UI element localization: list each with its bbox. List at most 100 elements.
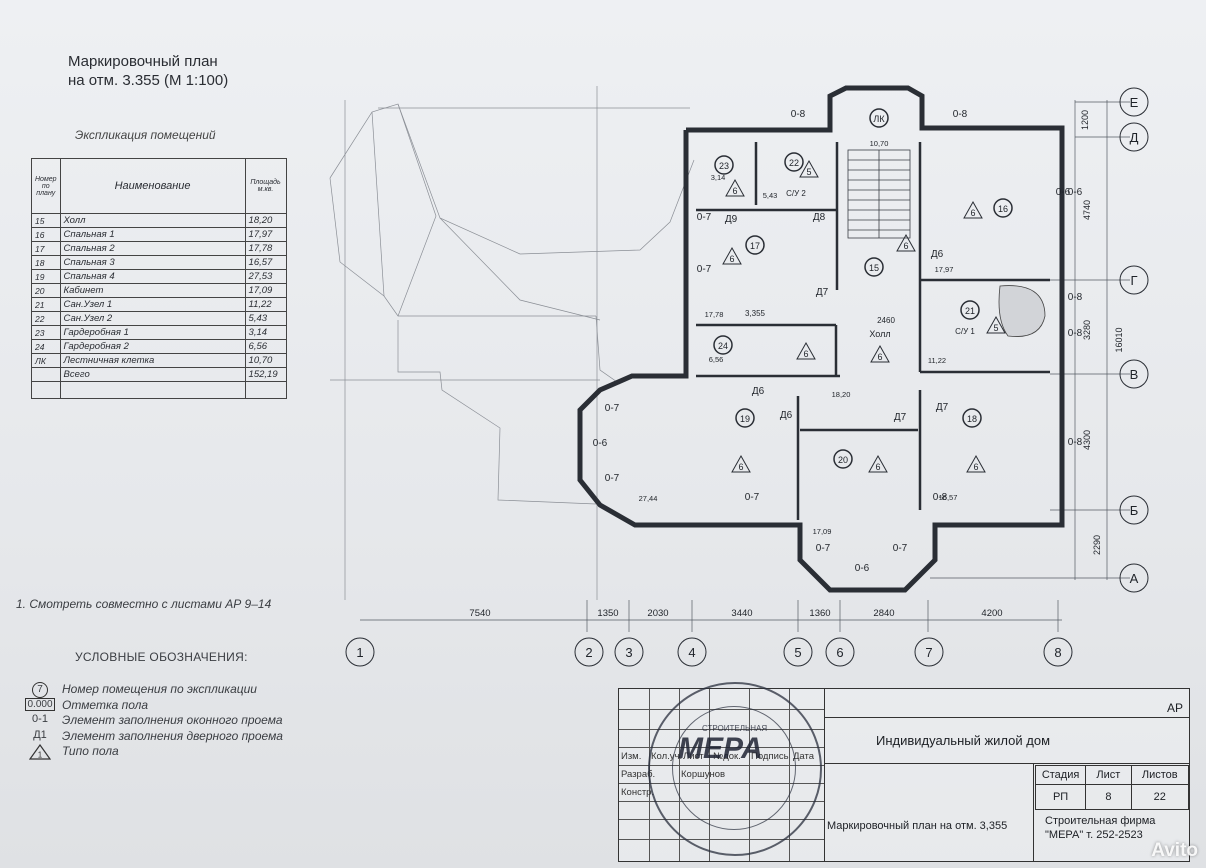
room-number-circle: [864, 257, 884, 277]
axis-bubble-col: [574, 637, 604, 667]
room-number: 19: [740, 414, 750, 424]
axis-label-row: Г: [1130, 273, 1137, 288]
axis-bubble-row: [1119, 87, 1149, 117]
svg-text:1: 1: [38, 751, 43, 760]
window-mark: 0-7: [697, 264, 712, 275]
axis-label-col: 6: [836, 645, 843, 660]
floor-type-triangle: [870, 344, 890, 363]
sheet-header: Лист: [1085, 765, 1132, 785]
floor-type-number: 6: [903, 241, 908, 251]
door-mark: Д8: [813, 212, 826, 223]
legend-text: Элемент заполнения дверного проема: [62, 728, 283, 743]
header-num: Номер по плану: [31, 158, 61, 214]
sheets-value: 22: [1130, 784, 1190, 810]
roof-outline: [329, 86, 695, 600]
axis-bubble-row: [1119, 265, 1149, 295]
floor-type-triangle: [966, 454, 986, 473]
room-area: 18,20: [832, 390, 851, 399]
floor-type-triangle: [725, 178, 745, 197]
room-area: 5,43: [763, 191, 778, 200]
floor-type-number: 6: [738, 462, 743, 472]
hall-dimension: 2460: [877, 316, 895, 325]
floor-type-number: 6: [973, 462, 978, 472]
table-row-empty: [31, 381, 287, 399]
floor-type-triangle: [896, 233, 916, 252]
room-number-circle: [962, 408, 982, 428]
window-mark: 0-7: [697, 212, 712, 223]
room-number-circle: [784, 152, 804, 172]
axis-bubble-row: [1119, 495, 1149, 525]
room-number-circle: [745, 235, 765, 255]
axis-bubble-col: [825, 637, 855, 667]
cell-area: 152,19: [244, 367, 287, 382]
floor-type-number: 6: [970, 208, 975, 218]
window-mark: 0-8: [1068, 328, 1083, 339]
floor-type-number: 6: [875, 462, 880, 472]
stamp-developer-label: Разраб.: [621, 769, 656, 780]
room-area: 3,14: [711, 173, 726, 182]
window-mark: 0-7: [816, 543, 831, 554]
dimension-right: 4300: [1082, 430, 1092, 450]
room-number: 17: [750, 241, 760, 251]
room-number-circle: [833, 449, 853, 469]
stamp-code: АР: [1166, 701, 1183, 715]
door-mark: Д7: [894, 412, 907, 423]
wc1-label: С/У 1: [955, 327, 975, 336]
project-name: Индивидуальный жилой дом: [876, 733, 1051, 748]
room-number: 16: [998, 204, 1008, 214]
dimension-bottom: 1350: [597, 608, 618, 619]
floor-elevation: 3,355: [745, 309, 766, 318]
window-mark: 0-8: [953, 109, 968, 120]
room-area: 10,70: [870, 139, 889, 148]
floor-type-symbol: 1: [18, 743, 62, 760]
plan-title: Маркировочный план на отм. 3.355 (М 1:10…: [68, 52, 228, 90]
axis-bubble-col: [783, 637, 813, 667]
seal-top-text: СТРОИТЕЛЬНАЯ: [702, 724, 768, 733]
floor-mark-symbol: 0.000: [25, 697, 55, 711]
interior-walls: [696, 142, 1050, 520]
axis-label-col: 1: [356, 645, 363, 660]
plan-title-line1: Маркировочный план: [68, 53, 218, 70]
room-number: ЛК: [873, 114, 885, 124]
axis-label-col: 3: [625, 645, 632, 660]
dimension-bottom: 7540: [469, 608, 490, 619]
wc2-label: С/У 2: [786, 189, 806, 198]
axis-bubble-col: [677, 637, 707, 667]
firm: Строительная фирма "МЕРА" т. 252-2523: [1045, 814, 1155, 842]
exterior-walls: [577, 85, 1065, 593]
axis-bubble-row: [1119, 122, 1149, 152]
sheet-title: Маркировочный план на отм. 3,355: [827, 820, 1008, 832]
room-number: 22: [789, 158, 799, 168]
axis-label-row: Е: [1130, 95, 1139, 110]
window-symbol: 0-1: [32, 713, 48, 725]
bathtub: [998, 285, 1046, 337]
room-number: 24: [718, 341, 728, 351]
floor-type-number: 6: [803, 349, 808, 359]
firm-line1: Строительная фирма: [1045, 815, 1156, 827]
legend-text: Номер помещения по экспликации: [62, 682, 257, 696]
axis-label-row: А: [1130, 571, 1139, 586]
door-mark: Д6: [931, 249, 944, 260]
sheet-value: 8: [1085, 784, 1132, 810]
room-number-circle: [869, 108, 889, 128]
seal-logo: МЕРА: [678, 732, 763, 765]
legend-text: Типо пола: [62, 744, 119, 758]
dimension-right: 2290: [1092, 535, 1102, 555]
floor-type-number: 6: [732, 186, 737, 196]
plan-title-line2: на отм. 3.355 (М 1:100): [68, 72, 229, 89]
room-area: 11,22: [928, 356, 946, 365]
door-mark: Д7: [816, 287, 829, 298]
floor-type-number: 6: [729, 254, 734, 264]
room-area: 17,09: [813, 527, 832, 536]
cell-area: 18,20: [244, 213, 287, 228]
axis-bubble-row: [1119, 359, 1149, 389]
room-number-circle: [714, 155, 734, 175]
sheets-header: Листов: [1130, 765, 1190, 785]
